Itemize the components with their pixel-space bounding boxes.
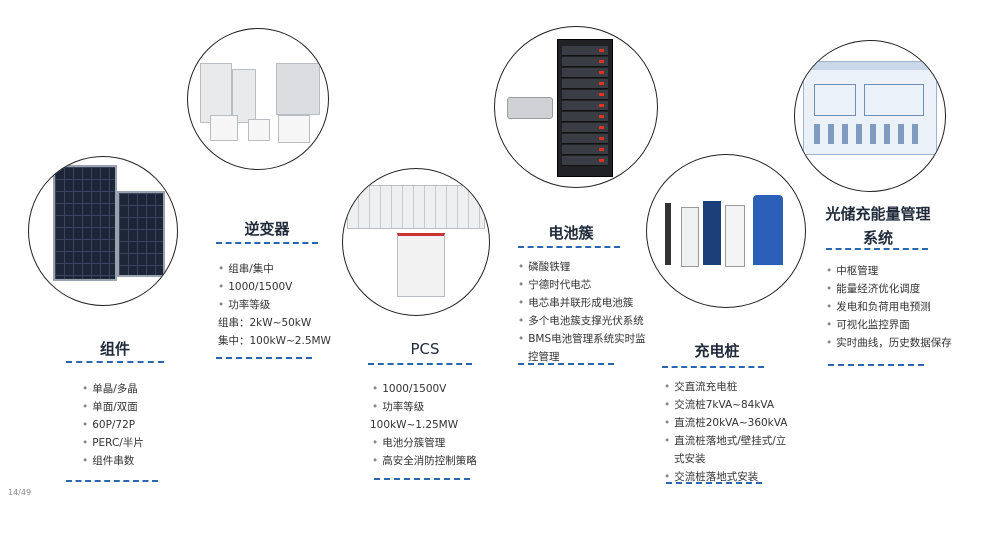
pcs-cabinet-row (347, 185, 485, 229)
module-title-charger: 充电桩 (694, 342, 740, 360)
charger-image-circle (646, 154, 806, 308)
divider (66, 361, 164, 363)
module-title-panels: 组件 (99, 340, 130, 358)
panels-feature-list: •单晶/多晶 •单面/双面 •60P/72P •PERC/半片 •组件串数 (82, 380, 144, 470)
inverter-image-circle (187, 28, 329, 170)
list-item: •交流桩落地式安装 (664, 471, 759, 483)
ac-charger (725, 205, 745, 267)
list-item: 100kW~1.25MW (370, 419, 459, 431)
list-item: 控管理 (528, 351, 560, 363)
list-item: •发电和负荷用电预测 (826, 301, 931, 313)
list-item: 式安装 (674, 453, 706, 465)
pcs-image-circle (342, 168, 490, 316)
dc-charger (753, 195, 783, 265)
list-item: •PERC/半片 (82, 437, 144, 449)
solar-panel-small (117, 191, 165, 277)
list-item: •BMS电池管理系统实时监 (518, 333, 646, 345)
module-title-inverter: 逆变器 (244, 220, 290, 238)
list-item: •单面/双面 (82, 401, 138, 413)
list-item: •交流桩7kVA~84kVA (664, 399, 775, 411)
divider (518, 363, 614, 365)
pcs-unit (397, 233, 445, 297)
list-item: 集中：100kW~2.5MW (218, 335, 331, 347)
ems-title-line2: 系统 (862, 229, 893, 247)
divider (666, 482, 762, 484)
divider (66, 480, 158, 482)
ac-charger (681, 207, 699, 267)
ems-feature-list: •中枢管理 •能量经济优化调度 •发电和负荷用电预测 •可视化监控界面 •实时曲… (826, 262, 952, 352)
list-item: •1000/1500V (218, 281, 293, 293)
solar-module-image-circle (28, 156, 178, 306)
list-item: •中枢管理 (826, 265, 879, 277)
list-item: •交直流充电桩 (664, 381, 738, 393)
list-item: •可视化监控界面 (826, 319, 910, 331)
solar-panel-large (53, 165, 117, 281)
string-inverter (248, 119, 270, 141)
list-item: •高安全消防控制策略 (372, 455, 477, 467)
list-item: •1000/1500V (372, 383, 447, 395)
list-item: •组件串数 (82, 455, 135, 467)
list-item: •功率等级 (372, 401, 425, 413)
ems-title-line1: 光储充能量管理 (825, 205, 931, 223)
battery-pack (507, 97, 553, 119)
battery-rack (557, 39, 613, 177)
list-item: •直流桩落地式/壁挂式/立 (664, 435, 787, 447)
wallbox-charger (665, 203, 671, 265)
inverter-feature-list: •组串/集中 •1000/1500V •功率等级 组串：2kW~50kW 集中：… (218, 260, 331, 350)
pcs-feature-list: •1000/1500V •功率等级 100kW~1.25MW •电池分簇管理 •… (370, 380, 477, 470)
divider (216, 357, 312, 359)
string-inverter (210, 115, 238, 141)
divider (216, 242, 318, 244)
dc-charger (703, 201, 721, 265)
divider (828, 364, 924, 366)
divider (826, 248, 928, 250)
ems-image-circle (794, 40, 946, 192)
string-inverter (278, 115, 310, 143)
inverter-cabinet (232, 69, 256, 123)
ems-screen (803, 61, 937, 155)
list-item: •磷酸铁锂 (518, 261, 571, 273)
list-item: •组串/集中 (218, 263, 274, 275)
module-title-battery: 电池簇 (548, 224, 594, 242)
list-item: •功率等级 (218, 299, 271, 311)
inverter-cabinet (200, 63, 232, 123)
module-title-ems: 光储充能量管理 系统 (818, 202, 938, 250)
module-title-pcs: PCS (410, 340, 440, 358)
battery-image-circle (494, 26, 658, 188)
list-item: •宁德时代电芯 (518, 279, 592, 291)
list-item: 组串：2kW~50kW (218, 317, 312, 329)
list-item: •60P/72P (82, 419, 136, 431)
charger-feature-list: •交直流充电桩 •交流桩7kVA~84kVA •直流桩20kVA~360kVA … (664, 378, 787, 486)
page-number: 14/49 (8, 488, 32, 497)
list-item: •单晶/多晶 (82, 383, 138, 395)
battery-feature-list: •磷酸铁锂 •宁德时代电芯 •电芯串并联形成电池簇 •多个电池簇支撑光伏系统 •… (518, 258, 646, 366)
divider (368, 363, 472, 365)
list-item: •直流桩20kVA~360kVA (664, 417, 788, 429)
list-item: •能量经济优化调度 (826, 283, 921, 295)
divider (374, 478, 470, 480)
divider (662, 366, 764, 368)
list-item: •电芯串并联形成电池簇 (518, 297, 634, 309)
list-item: •实时曲线，历史数据保存 (826, 337, 952, 349)
inverter-cabinet (276, 63, 320, 115)
divider (518, 246, 620, 248)
list-item: •电池分簇管理 (372, 437, 446, 449)
list-item: •多个电池簇支撑光伏系统 (518, 315, 644, 327)
